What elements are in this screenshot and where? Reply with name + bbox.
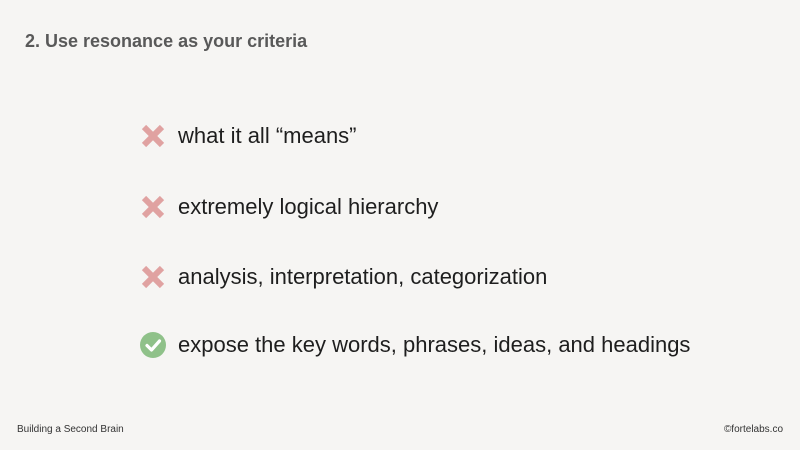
- list-item: analysis, interpretation, categorization: [140, 262, 547, 292]
- bullet-list: what it all “means” extremely logical hi…: [140, 0, 780, 450]
- list-item-text: extremely logical hierarchy: [178, 194, 439, 219]
- footer-course-name: Building a Second Brain: [17, 424, 124, 435]
- list-item: expose the key words, phrases, ideas, an…: [140, 330, 690, 360]
- cross-icon: [141, 265, 165, 289]
- footer-copyright: ©fortelabs.co: [723, 424, 783, 435]
- check-icon: [140, 332, 166, 358]
- list-item-text: analysis, interpretation, categorization: [178, 264, 548, 289]
- list-item-text: expose the key words, phrases, ideas, an…: [178, 332, 691, 357]
- slide-title: 2. Use resonance as your criteria: [25, 31, 308, 51]
- list-item-text: what it all “means”: [178, 123, 357, 148]
- list-item: what it all “means”: [140, 121, 357, 151]
- list-item: extremely logical hierarchy: [140, 192, 438, 222]
- cross-icon: [141, 124, 165, 148]
- cross-icon: [141, 195, 165, 219]
